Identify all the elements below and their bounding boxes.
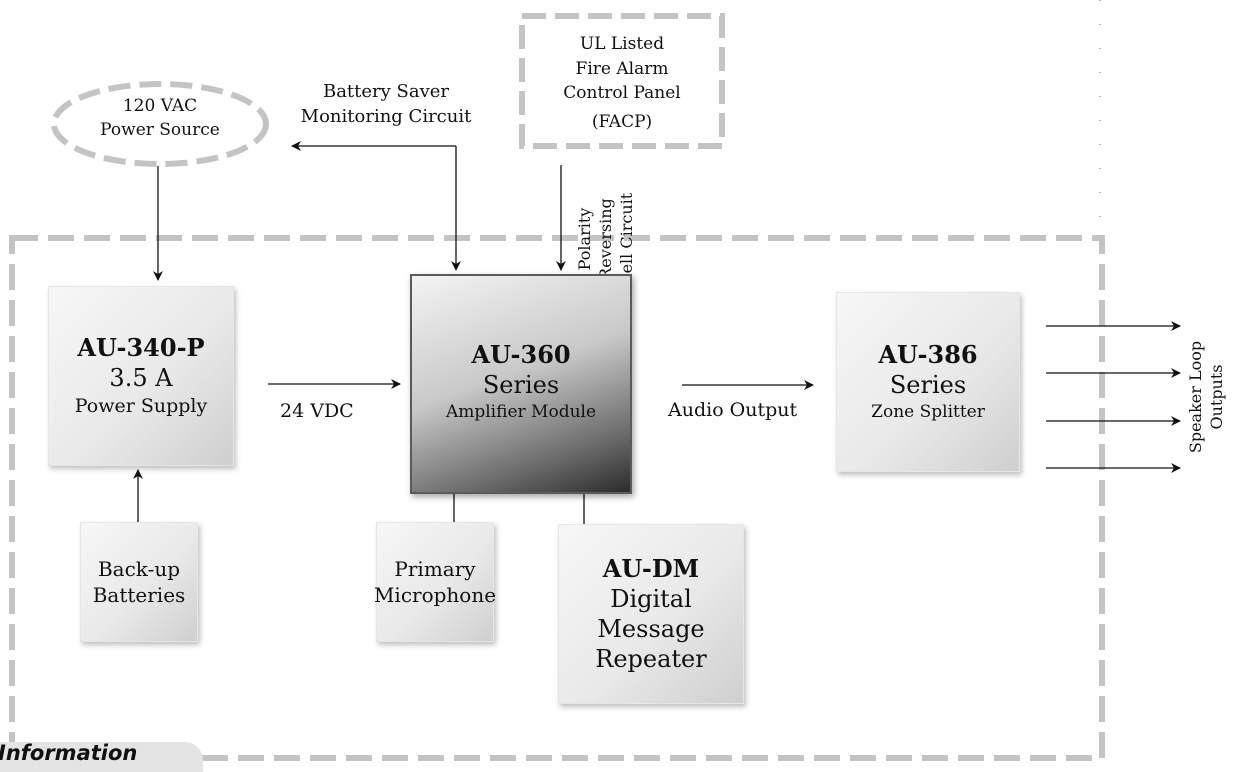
message-repeater-line2: Repeater	[595, 645, 707, 673]
amplifier-desc: Amplifier Module	[445, 402, 597, 422]
microphone-line1: Primary	[394, 557, 476, 581]
battery-saver-label: Battery Saver Monitoring Circuit	[300, 81, 472, 127]
zone-splitter-model: AU-386	[878, 340, 978, 369]
zone-splitter-desc: Zone Splitter	[871, 402, 985, 422]
power-source-ellipse	[51, 81, 269, 167]
message-repeater-box: AU-DM Digital Message Repeater	[558, 524, 744, 704]
amplifier-series: Series	[482, 371, 560, 399]
zone-splitter-series: Series	[889, 371, 967, 399]
audio-output-label: Audio Output	[668, 399, 798, 421]
batteries-line1: Back-up	[97, 557, 181, 581]
facp-boundary	[519, 13, 725, 149]
facp-label: UL Listed Fire Alarm Control Panel (FACP…	[563, 34, 681, 132]
message-repeater-model: AU-DM	[602, 554, 700, 583]
speaker-outputs-label: Speaker Loop Outputs	[1186, 340, 1226, 454]
information-tab-label: Information	[0, 741, 138, 765]
batteries-box: Back-up Batteries	[80, 522, 198, 642]
amplifier-box: AU-360 Series Amplifier Module	[410, 274, 632, 494]
power-supply-box: AU-340-P 3.5 A Power Supply	[48, 286, 234, 466]
zone-splitter-box: AU-386 Series Zone Splitter	[836, 292, 1020, 472]
system-boundary	[9, 235, 1105, 761]
voltage-label: 24 VDC	[280, 400, 354, 422]
microphone-line2: Microphone	[373, 583, 497, 607]
power-supply-desc: Power Supply	[74, 395, 208, 417]
batteries-line2: Batteries	[92, 583, 186, 607]
microphone-box: Primary Microphone	[373, 522, 497, 642]
message-repeater-line1: Digital Message	[597, 585, 705, 643]
power-source-label: 120 VAC Power Source	[100, 96, 220, 140]
power-supply-model: AU-340-P	[77, 333, 205, 362]
power-supply-rating: 3.5 A	[109, 364, 173, 392]
amplifier-model: AU-360	[471, 340, 571, 369]
